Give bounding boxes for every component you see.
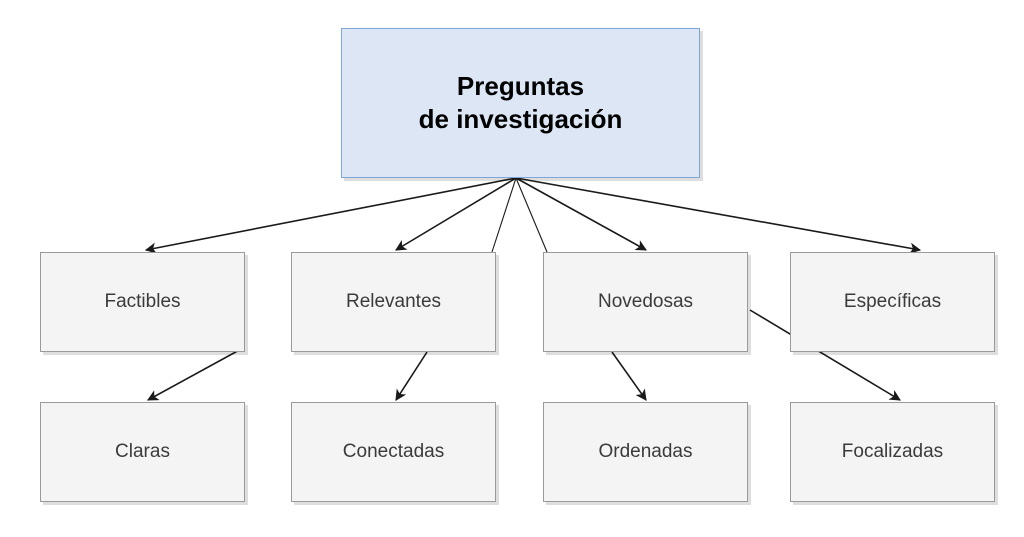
node-root[interactable]: Preguntas de investigación <box>341 28 700 178</box>
node-ordenadas[interactable]: Ordenadas <box>543 402 748 502</box>
connector-root-to-novedosas-corner <box>515 177 548 253</box>
node-conectadas-label: Conectadas <box>342 441 445 463</box>
node-factibles-label: Factibles <box>104 291 181 313</box>
connector-root-to-novedosas <box>515 177 647 251</box>
node-especificas[interactable]: Específicas <box>790 252 995 352</box>
node-novedosas[interactable]: Novedosas <box>543 252 748 352</box>
connector-factibles-to-claras <box>147 347 244 401</box>
node-relevantes-label: Relevantes <box>345 291 442 313</box>
node-claras-label: Claras <box>115 441 170 463</box>
node-especificas-label: Específicas <box>843 291 942 313</box>
node-ordenadas-label: Ordenadas <box>598 441 693 463</box>
node-conectadas[interactable]: Conectadas <box>291 402 496 502</box>
connector-root-to-factibles <box>144 177 517 254</box>
node-focalizadas[interactable]: Focalizadas <box>790 402 995 502</box>
node-focalizadas-label: Focalizadas <box>841 441 944 463</box>
node-novedosas-label: Novedosas <box>597 291 694 313</box>
connector-novedosas-to-ordenadas <box>611 351 647 401</box>
node-factibles[interactable]: Factibles <box>40 252 245 352</box>
connector-root-to-relevantes-corner <box>491 177 517 253</box>
connector-root-to-relevantes <box>395 177 517 251</box>
connector-root-to-especificas <box>515 177 922 254</box>
connector-relevantes-to-conectadas <box>395 351 428 401</box>
node-claras[interactable]: Claras <box>40 402 245 502</box>
node-root-label: Preguntas de investigación <box>418 70 623 134</box>
node-relevantes[interactable]: Relevantes <box>291 252 496 352</box>
